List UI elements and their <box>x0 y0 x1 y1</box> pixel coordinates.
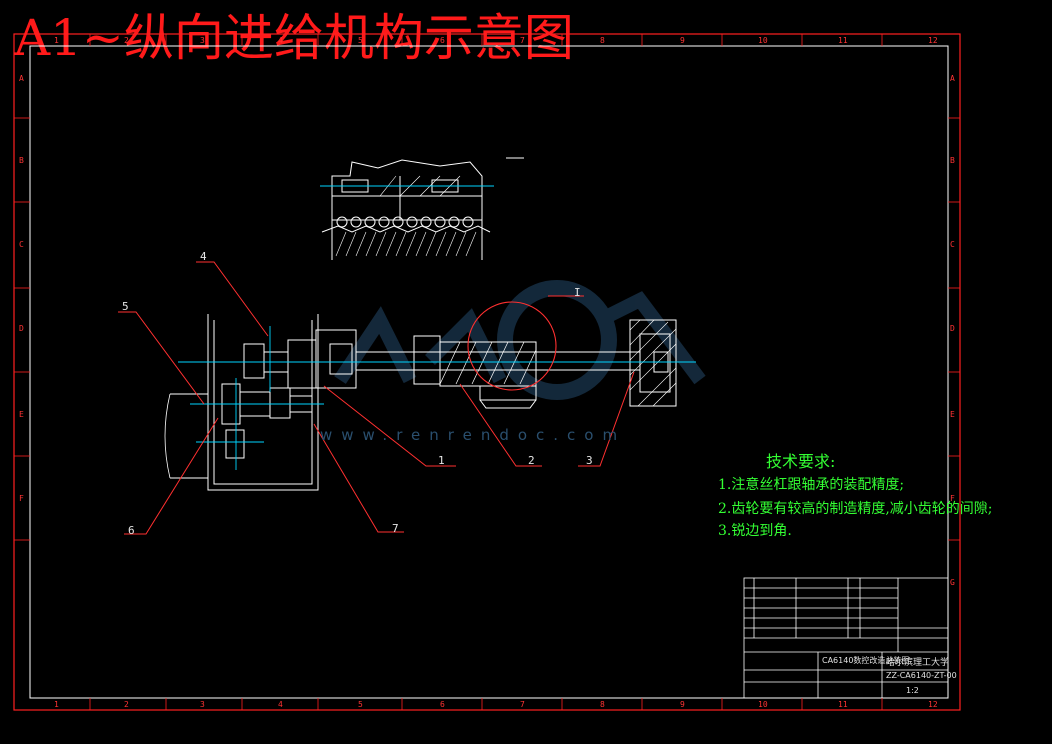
grid-row-label: A <box>19 74 24 83</box>
grid-col-label: 1 <box>54 700 59 709</box>
grid-row-label: E <box>19 410 24 419</box>
grid-col-label: 4 <box>278 700 283 709</box>
grid-row-label: F <box>950 494 955 503</box>
title-block-drawing-number: ZZ-CA6140-ZT-00 <box>886 671 957 680</box>
grid-row-label: A <box>950 74 955 83</box>
tech-requirement-item: 3.锐边到角. <box>718 523 792 539</box>
main-assembly <box>164 314 677 491</box>
grid-col-label: 3 <box>200 36 205 45</box>
grid-col-label: 8 <box>600 700 605 709</box>
balls <box>336 216 474 228</box>
grid-ticks <box>14 34 960 710</box>
grid-col-label: 2 <box>124 36 129 45</box>
grid-col-label: 8 <box>600 36 605 45</box>
grid-col-label: 6 <box>440 700 445 709</box>
grid-col-label: 11 <box>838 700 848 709</box>
grid-col-label: 2 <box>124 700 129 709</box>
watermark-logo <box>334 280 706 400</box>
grid-col-label: 12 <box>928 36 938 45</box>
grid-col-label: 9 <box>680 36 685 45</box>
tech-requirement-item: 1.注意丝杠跟轴承的装配精度; <box>718 477 905 493</box>
part-label-5: 5 <box>122 300 129 313</box>
grid-col-label: 7 <box>520 700 525 709</box>
title-block-scale: 1:2 <box>906 686 919 695</box>
grid-row-label: D <box>950 324 955 333</box>
grid-row-label: C <box>19 240 24 249</box>
outer-frame <box>13 33 961 711</box>
part-label-6: 6 <box>128 524 135 537</box>
grid-row-label: E <box>950 410 955 419</box>
part-label-3: 3 <box>586 454 593 467</box>
detail-label: I <box>574 286 581 299</box>
grid-col-label: 9 <box>680 700 685 709</box>
part-label-7: 7 <box>392 522 399 535</box>
grid-col-label: 3 <box>200 700 205 709</box>
grid-col-label: 10 <box>758 36 768 45</box>
tech-requirement-item: 2.齿轮要有较高的制造精度,减小齿轮的间隙; <box>718 501 993 517</box>
grid-col-label: 6 <box>440 36 445 45</box>
grid-col-label: 7 <box>520 36 525 45</box>
title-block-university: 哈尔滨理工大学 <box>886 658 950 668</box>
drawing-title: A1~纵向进给机构示意图 <box>14 9 574 67</box>
centerlines <box>178 326 696 470</box>
leader-lines <box>118 261 635 535</box>
grid-col-label: 12 <box>928 700 938 709</box>
grid-col-label: 5 <box>358 700 363 709</box>
grid-row-label: B <box>19 156 24 165</box>
title-block-drawing-name: CA6140数控改造总装图 <box>822 656 910 665</box>
grid-row-label: D <box>19 324 24 333</box>
detail-circle <box>467 301 557 391</box>
grid-col-label: 10 <box>758 700 768 709</box>
grid-col-label: 5 <box>358 36 363 45</box>
detail-view <box>320 159 494 260</box>
title-block <box>743 577 949 699</box>
grid-col-label: 11 <box>838 36 848 45</box>
tech-requirements-heading: 技术要求: <box>766 452 836 471</box>
part-label-1: 1 <box>438 454 445 467</box>
grid-row-label: G <box>950 578 955 587</box>
grid-col-label: 4 <box>278 36 283 45</box>
grid-row-label: B <box>950 156 955 165</box>
grid-row-label: F <box>19 494 24 503</box>
part-label-2: 2 <box>528 454 535 467</box>
grid-col-label: 1 <box>54 36 59 45</box>
part-label-4: 4 <box>200 250 207 263</box>
grid-row-label: C <box>950 240 955 249</box>
watermark-text: www.renrendoc.com <box>320 426 627 444</box>
